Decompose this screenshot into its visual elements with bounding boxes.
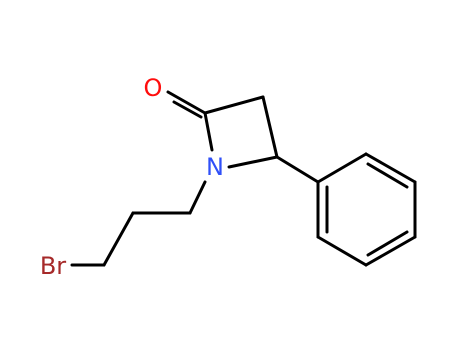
atom-bromine: Br bbox=[40, 252, 66, 280]
bond-ring-2 bbox=[364, 152, 417, 184]
bond-ring-1 bbox=[316, 152, 368, 184]
bond-ring-inner-2 bbox=[366, 230, 409, 257]
atom-nitrogen: N bbox=[206, 153, 224, 181]
bond-carbonyl-inner bbox=[172, 100, 203, 119]
bond-n1-c2 bbox=[203, 111, 214, 152]
atom-labels: O N Br bbox=[40, 74, 224, 280]
bond-c4-n1 bbox=[227, 155, 279, 169]
bond-c3-c4 bbox=[261, 95, 279, 159]
bond-n1-chain bbox=[188, 180, 207, 215]
bonds bbox=[70, 90, 417, 267]
bond-c2-c3 bbox=[203, 95, 265, 115]
bond-ring-5 bbox=[316, 235, 368, 267]
atom-oxygen: O bbox=[144, 74, 163, 102]
bond-ring-inner-1 bbox=[366, 162, 409, 189]
bond-carbonyl-outer bbox=[166, 90, 207, 115]
bond-chain-2 bbox=[102, 211, 135, 267]
bond-c4-phenyl bbox=[275, 155, 320, 184]
bond-ring-4 bbox=[364, 235, 417, 267]
